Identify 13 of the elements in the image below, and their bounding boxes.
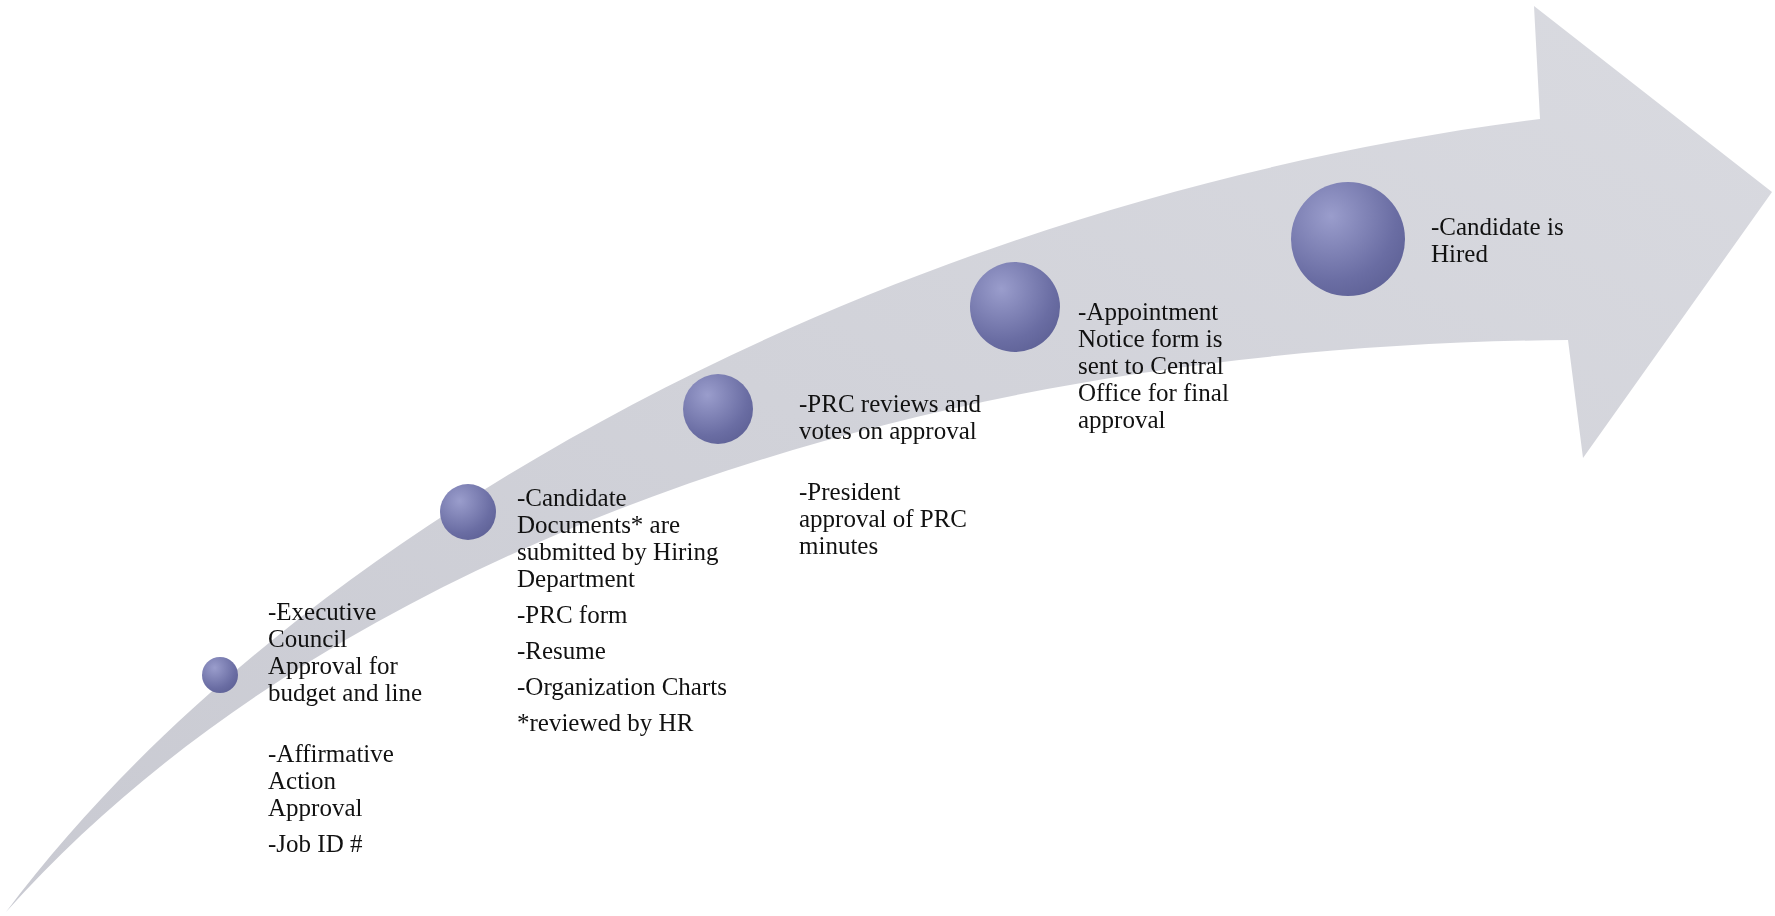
step-text: -President approval of PRC minutes — [799, 478, 969, 559]
step-text: -Candidate is Hired — [1431, 213, 1565, 267]
step-circle — [202, 657, 238, 693]
step-text: -Affirmative Action Approval — [268, 740, 395, 821]
step-text: -Candidate Documents* are submitted by Hiring Department — [517, 484, 720, 592]
step-text: -Resume — [517, 637, 607, 664]
step-text: -PRC reviews and votes on approval — [799, 390, 982, 444]
step-text: -Appointment Notice form is sent to Central Office for final approval — [1078, 298, 1230, 433]
step-text: *reviewed by HR — [517, 709, 695, 736]
step-text: -Organization Charts — [517, 673, 728, 700]
step-text: -PRC form — [517, 601, 629, 628]
step-text: -Executive Council Approval for budget and line — [268, 598, 424, 706]
step-text: -Job ID # — [268, 830, 364, 857]
